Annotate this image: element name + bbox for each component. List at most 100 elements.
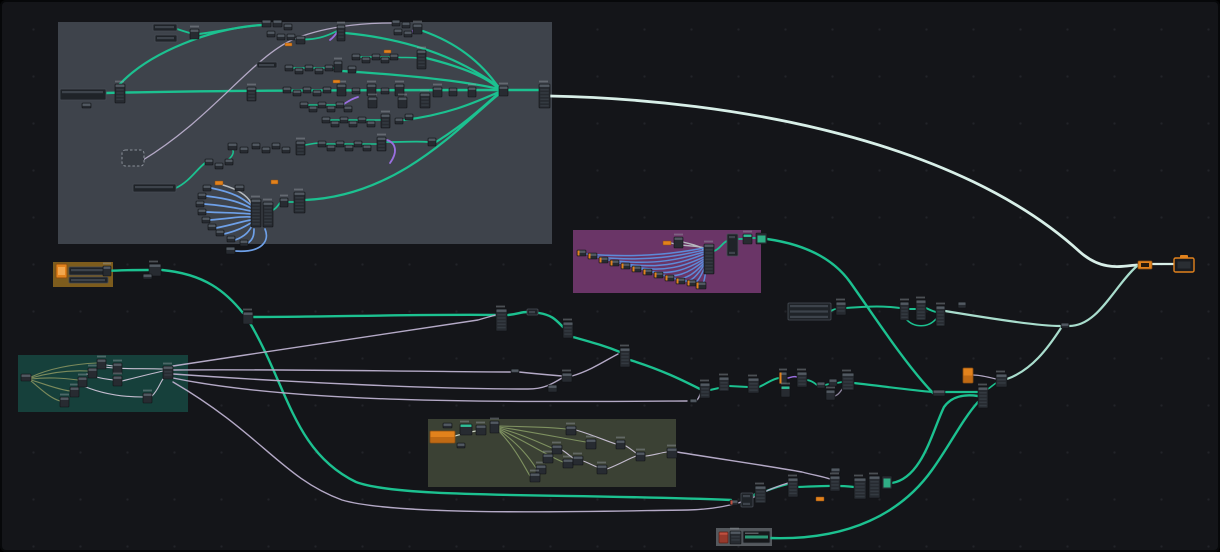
graph-node-orangeIcon[interactable]: [55, 263, 68, 279]
graph-wire-lav[interactable]: [518, 371, 563, 377]
graph-wire-teal[interactable]: [905, 318, 937, 327]
graph-node-default[interactable]: [266, 30, 276, 38]
graph-node-default[interactable]: [565, 422, 577, 436]
graph-wire-teal[interactable]: [105, 268, 151, 273]
graph-node-default[interactable]: [796, 368, 808, 388]
graph-node-default[interactable]: [215, 229, 225, 237]
graph-node-red[interactable]: [718, 531, 729, 544]
graph-node-default[interactable]: [498, 82, 509, 97]
graph-wire-teal[interactable]: [421, 29, 501, 90]
graph-node-default[interactable]: [214, 162, 224, 170]
graph-node-default[interactable]: [529, 469, 541, 483]
graph-wire-teal[interactable]: [796, 484, 856, 489]
graph-node-orangeBar[interactable]: [214, 180, 224, 186]
graph-node-default[interactable]: [284, 64, 294, 72]
graph-node-default[interactable]: [308, 105, 318, 113]
graph-wire-blue[interactable]: [247, 228, 255, 244]
graph-node-default[interactable]: [142, 273, 153, 280]
graph-wire-pale2[interactable]: [575, 429, 617, 445]
graph-node-default[interactable]: [333, 57, 343, 73]
graph-node-default[interactable]: [572, 452, 584, 466]
graph-node-default[interactable]: [195, 200, 205, 208]
graph-node-default[interactable]: [412, 20, 423, 35]
graph-wire-teal[interactable]: [251, 313, 498, 319]
graph-node-default[interactable]: [489, 417, 500, 434]
graph-node-default[interactable]: [324, 64, 334, 72]
graph-wire-lav[interactable]: [142, 22, 393, 161]
graph-node-accentOrange[interactable]: [609, 259, 620, 267]
graph-node-default[interactable]: [295, 35, 306, 45]
graph-node-default[interactable]: [292, 89, 302, 97]
graph-node-orange[interactable]: [962, 367, 974, 384]
graph-node-default[interactable]: [207, 223, 217, 231]
graph-wire-blue2[interactable]: [585, 247, 705, 257]
graph-node-default[interactable]: [302, 86, 312, 94]
graph-node-default[interactable]: [362, 144, 372, 152]
graph-node-default[interactable]: [957, 301, 967, 309]
graph-node-value[interactable]: [59, 88, 107, 101]
graph-wire-blue[interactable]: [215, 219, 252, 229]
graph-node-default[interactable]: [448, 87, 458, 97]
graph-wire-teal[interactable]: [343, 31, 501, 89]
graph-node-orange[interactable]: [429, 430, 456, 444]
graph-node-default[interactable]: [282, 86, 292, 94]
graph-node-default[interactable]: [234, 184, 245, 192]
graph-wire-pale2[interactable]: [645, 451, 668, 457]
graph-node-value2[interactable]: [726, 233, 739, 257]
graph-node-value2[interactable]: [740, 492, 754, 508]
graph-node-default[interactable]: [699, 379, 711, 399]
graph-wire-mint2[interactable]: [1066, 264, 1139, 328]
graph-wire-teal[interactable]: [424, 56, 501, 91]
graph-wire-teal[interactable]: [713, 240, 728, 252]
graph-wire-teal[interactable]: [571, 335, 622, 354]
graph-node-value3[interactable]: [787, 302, 832, 321]
graph-wire-mint2[interactable]: [943, 309, 1062, 328]
graph-node-default[interactable]: [357, 116, 367, 124]
graph-wire-pur[interactable]: [787, 375, 798, 379]
graph-node-default[interactable]: [547, 384, 558, 393]
graph-wire-teal[interactable]: [987, 382, 997, 390]
graph-wire-pale2[interactable]: [606, 455, 637, 470]
graph-node-default[interactable]: [295, 137, 306, 156]
graph-node-default[interactable]: [69, 383, 80, 398]
graph-node-default[interactable]: [87, 364, 98, 379]
graph-node-orangeBar[interactable]: [332, 79, 341, 84]
graph-wire-lav[interactable]: [172, 314, 497, 367]
graph-node-default[interactable]: [432, 83, 443, 98]
graph-node-default[interactable]: [225, 246, 236, 255]
graph-node-default[interactable]: [397, 93, 408, 109]
graph-node-default[interactable]: [427, 137, 437, 147]
graph-wire-teal[interactable]: [303, 92, 501, 202]
graph-node-default[interactable]: [535, 461, 547, 475]
graph-wire-teal[interactable]: [628, 358, 702, 391]
graph-node-orangeBar2[interactable]: [1137, 260, 1153, 270]
graph-node-default[interactable]: [317, 101, 327, 109]
graph-node-default[interactable]: [538, 80, 551, 109]
graph-wire-lav[interactable]: [972, 374, 997, 380]
graph-node-default[interactable]: [202, 184, 212, 192]
graph-node-accentOrange[interactable]: [631, 265, 642, 273]
graph-wire-blue[interactable]: [234, 225, 253, 241]
graph-node-accentRed[interactable]: [729, 499, 739, 506]
graph-wire-blue[interactable]: [234, 228, 268, 252]
graph-node-default[interactable]: [343, 105, 353, 113]
graph-node-default[interactable]: [393, 28, 403, 36]
graph-node-default[interactable]: [416, 46, 427, 70]
graph-wire-olive2[interactable]: [498, 425, 567, 430]
graph-node-accentOrange[interactable]: [642, 268, 653, 276]
graph-node-default[interactable]: [286, 33, 296, 41]
graph-node-orangeBar[interactable]: [284, 42, 293, 47]
graph-node-default[interactable]: [351, 53, 361, 61]
graph-node-default[interactable]: [322, 86, 332, 94]
graph-node-value[interactable]: [132, 183, 177, 193]
graph-wire-pale2[interactable]: [561, 449, 574, 459]
graph-node-default[interactable]: [825, 386, 836, 401]
graph-node-default[interactable]: [673, 233, 684, 249]
graph-node-default[interactable]: [868, 472, 881, 499]
graph-node-default[interactable]: [242, 308, 254, 325]
graph-node-default[interactable]: [20, 373, 32, 382]
graph-node-value[interactable]: [68, 276, 109, 284]
graph-node-default[interactable]: [226, 235, 236, 243]
